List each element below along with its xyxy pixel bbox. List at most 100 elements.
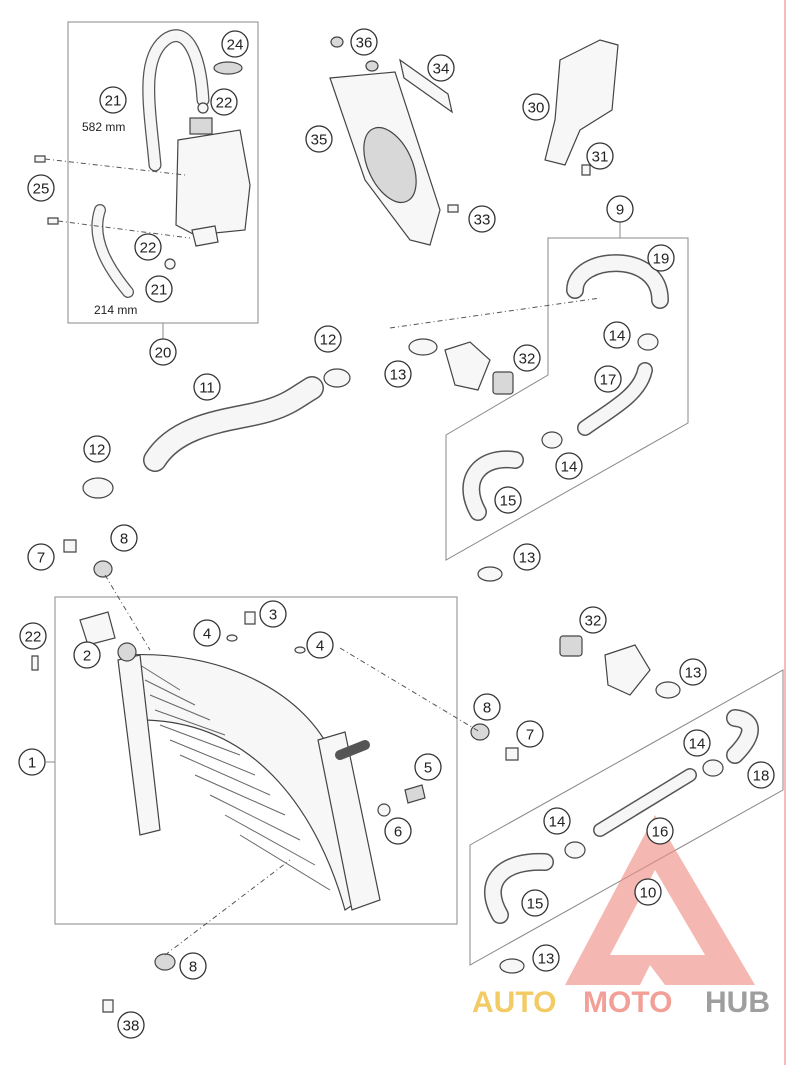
svg-text:1: 1 (28, 755, 36, 772)
rubber-grommet-36a (330, 36, 344, 48)
tank-screw-lower-leader (57, 220, 191, 239)
radiator-core (124, 653, 361, 911)
svg-text:4: 4 (316, 638, 324, 655)
callout-13-b: 13 (513, 543, 541, 571)
callout-8-bottom: 8 (179, 952, 207, 980)
screw-3 (244, 611, 256, 625)
radiator-frame (54, 596, 458, 925)
svg-text:24: 24 (227, 37, 244, 54)
svg-text:5: 5 (424, 760, 432, 777)
hose-clamp-12-lower (82, 477, 114, 499)
hose-clamp-13-c (655, 681, 681, 699)
radiator-bracket (544, 39, 619, 166)
shroud-gasket-34 (399, 58, 453, 114)
svg-text:8: 8 (189, 959, 197, 976)
svg-text:17: 17 (600, 372, 617, 389)
svg-text:9: 9 (616, 202, 624, 219)
svg-text:22: 22 (140, 240, 157, 257)
hose-clamp-14-b (541, 431, 563, 449)
svg-text:19: 19 (653, 251, 670, 268)
svg-text:13: 13 (685, 665, 702, 682)
rubber-grommet-36b (365, 60, 379, 72)
callout-13-a: 13 (384, 360, 412, 388)
callout-18: 18 (747, 761, 775, 789)
tank-screw-upper-leader (44, 158, 186, 176)
svg-text:21: 21 (105, 93, 122, 110)
svg-text:25: 25 (33, 181, 50, 198)
radiator-leader-top (104, 574, 151, 651)
svg-text:8: 8 (483, 700, 491, 717)
thermostat-housing-lower (604, 644, 651, 696)
callout-12-lower: 12 (83, 435, 111, 463)
hose-clamp-14-c (702, 759, 724, 777)
svg-text:3: 3 (269, 607, 277, 624)
callout-34: 34 (427, 54, 455, 82)
rubber-damper-8-right (470, 723, 490, 741)
thermostat-housing (444, 341, 491, 391)
svg-text:33: 33 (474, 212, 491, 229)
callout-16: 16 (646, 817, 674, 845)
dimension-hose-upper: 582 mm (82, 120, 125, 134)
callout-14-c: 14 (683, 729, 711, 757)
hose-clamp-13-a (477, 566, 503, 582)
svg-text:30: 30 (528, 100, 545, 117)
rubber-damper-8-top (93, 560, 113, 578)
hose-17-inner (578, 363, 652, 435)
svg-text:20: 20 (155, 345, 172, 362)
callout-10: 10 (634, 878, 662, 906)
tank-cap (189, 117, 213, 135)
screw-7-right (505, 747, 519, 761)
screw-7-left (63, 539, 77, 553)
fan-blades (363, 126, 417, 204)
hose-19-inner (567, 255, 668, 308)
svg-text:21: 21 (151, 282, 168, 299)
watermark-auto: AUTO (472, 986, 556, 1019)
radiator-hose-group (82, 368, 351, 499)
svg-text:11: 11 (199, 380, 215, 397)
svg-text:22: 22 (25, 629, 42, 646)
callout-33: 33 (468, 205, 496, 233)
overflow-hose-lower-inner (92, 205, 133, 297)
kit9-leader (389, 297, 601, 329)
callout-14-a: 14 (603, 321, 631, 349)
hose-kit-frame-9 (445, 237, 689, 561)
svg-text:10: 10 (640, 885, 657, 902)
callout-32-lower: 32 (579, 606, 607, 634)
svg-text:16: 16 (652, 824, 669, 841)
svg-text:32: 32 (519, 351, 536, 368)
callout-13-d: 13 (532, 944, 560, 972)
radiator-bracket-group (544, 39, 619, 176)
svg-text:2: 2 (83, 648, 91, 665)
callout-9: 9 (606, 195, 634, 223)
fan-shroud-group (329, 36, 459, 246)
radiator-leader-right (339, 647, 481, 733)
callout-11: 11 (193, 373, 221, 401)
svg-text:36: 36 (356, 35, 373, 52)
bracket-screw-31 (581, 164, 591, 176)
callout-1: 1 (18, 748, 46, 776)
callout-24: 24 (221, 30, 249, 58)
screw-38 (102, 999, 114, 1013)
svg-text:22: 22 (216, 95, 233, 112)
callout-38: 38 (117, 1011, 145, 1039)
svg-text:13: 13 (538, 951, 555, 968)
svg-text:14: 14 (561, 459, 578, 476)
hose-clamp-14-a (637, 333, 659, 351)
radiator-cap-2 (79, 611, 116, 646)
radiator-hose-11-inner (144, 377, 323, 471)
expansion-tank-group: 582 mm 214 mm (34, 29, 251, 317)
hose-15-lower-inner (485, 854, 553, 923)
svg-text:34: 34 (433, 61, 450, 78)
radiator-upper-outlet (335, 740, 370, 760)
radiator-cap-neck (117, 642, 137, 662)
tank-screw-lower (47, 217, 59, 225)
svg-text:6: 6 (394, 824, 402, 841)
watermark: AUTO MOTO HUB (472, 815, 770, 1019)
svg-text:38: 38 (123, 1018, 140, 1035)
hose-clamp-12-upper (323, 368, 351, 388)
radiator-tank-right (317, 731, 381, 911)
callout-13-c: 13 (679, 658, 707, 686)
watermark-triangle-logo (565, 815, 755, 985)
callout-21-lower: 21 (145, 275, 173, 303)
hose-clamp-lower (164, 258, 176, 270)
